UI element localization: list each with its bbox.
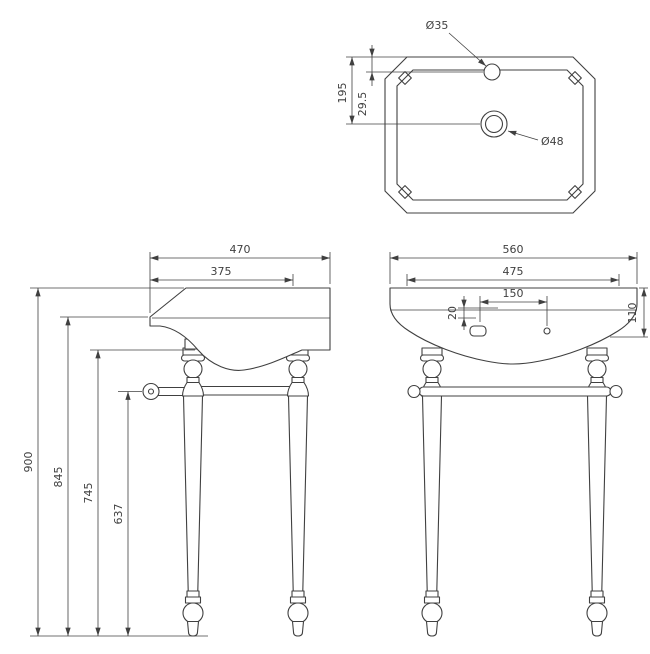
corner-detail <box>398 71 412 85</box>
towel-rail-ball-right <box>609 384 623 399</box>
dim-label-tap-diameter: Ø35 <box>426 19 449 32</box>
dim-label-29-5: 29.5 <box>356 92 369 117</box>
console-leg-back <box>285 347 311 637</box>
front-view: 560 475 150 20 110 <box>389 243 648 637</box>
overflow-slot <box>469 325 487 337</box>
leader-line <box>448 32 487 67</box>
dim-label-110: 110 <box>626 303 639 324</box>
plan-view: 195 29.5 Ø35 Ø48 <box>336 19 596 214</box>
tap-hole <box>483 63 501 81</box>
corner-detail <box>568 185 582 199</box>
console-leg-front <box>180 347 206 637</box>
waste-hole-inner <box>484 114 504 134</box>
dim-label-900: 900 <box>22 452 35 473</box>
corner-detail <box>568 71 582 85</box>
waste-hole-outer <box>480 110 508 138</box>
basin-plan-inner-outline <box>396 69 584 201</box>
dim-label-20: 20 <box>446 306 459 320</box>
dim-label-745: 745 <box>82 483 95 504</box>
leader-line <box>507 130 539 141</box>
deck-mark <box>543 327 551 335</box>
dim-label-637: 637 <box>112 504 125 525</box>
corner-detail <box>398 185 412 199</box>
basin-front-outline <box>389 287 638 365</box>
towel-rail <box>418 386 612 397</box>
dim-label-470: 470 <box>230 243 251 256</box>
towel-rail-ball-left <box>407 384 421 399</box>
dim-label-waste-diameter: Ø48 <box>541 135 564 148</box>
side-view: 470 375 900 845 745 637 <box>22 243 331 637</box>
dim-label-560: 560 <box>503 243 524 256</box>
dim-label-150: 150 <box>503 287 524 300</box>
towel-rail-end <box>142 382 160 401</box>
dim-label-845: 845 <box>52 467 65 488</box>
side-stretcher-rail <box>192 385 299 396</box>
dim-label-475: 475 <box>503 265 524 278</box>
towel-rail-end-center <box>147 388 155 395</box>
basin-side-profile <box>149 287 331 371</box>
dim-label-195: 195 <box>336 83 349 104</box>
dim-label-375: 375 <box>211 265 232 278</box>
